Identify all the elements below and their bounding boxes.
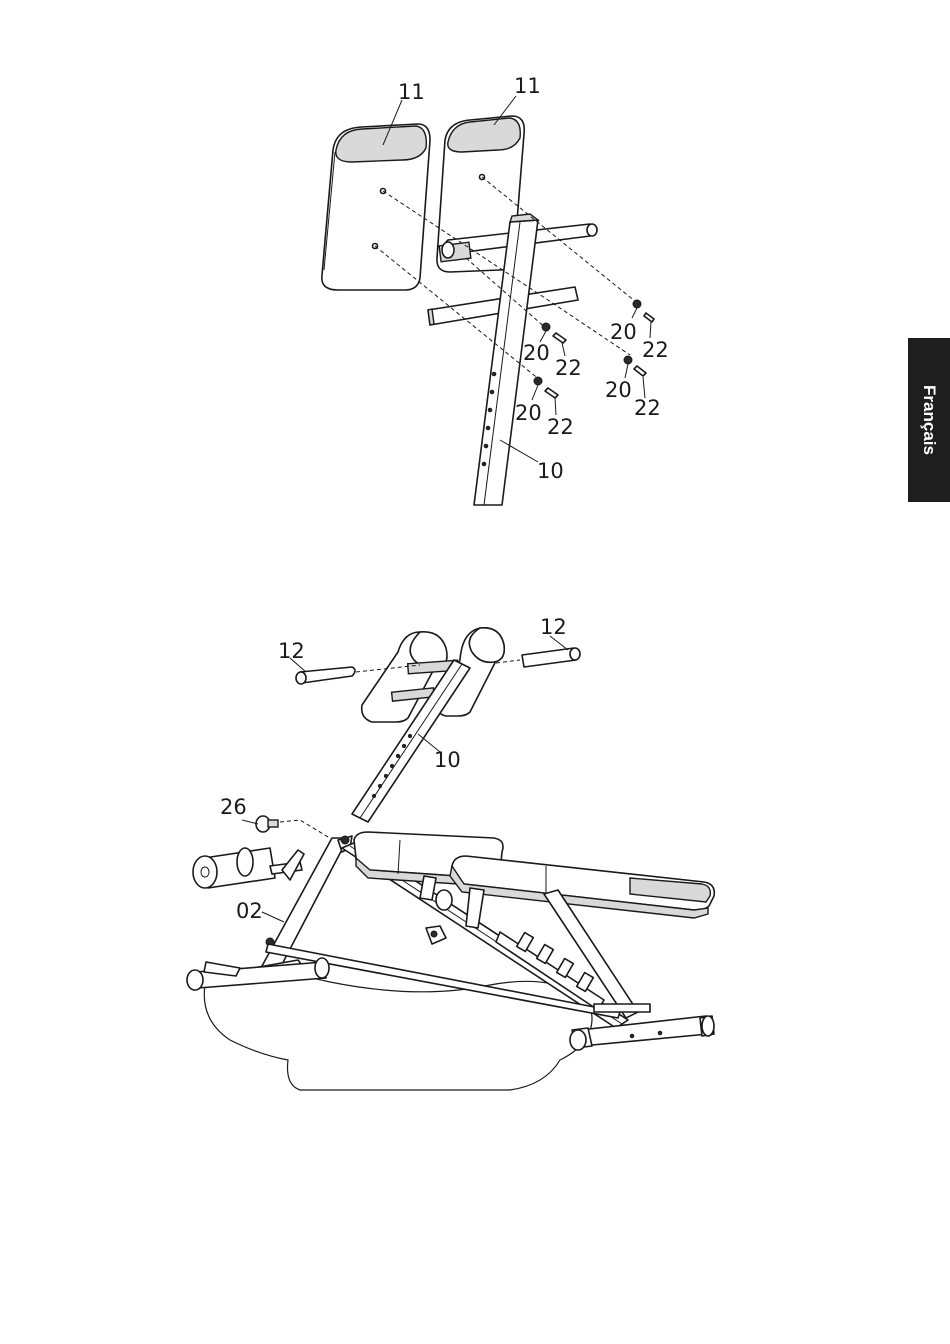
callout-20-a: 20	[610, 320, 637, 344]
callout-20-c: 20	[605, 378, 632, 402]
knob-26	[256, 816, 278, 832]
callout-22-c: 22	[634, 396, 661, 420]
callout-10-bottom: 10	[434, 748, 461, 772]
callout-11-right: 11	[514, 74, 541, 98]
figure-bottom-bench-assembly: 12 12 10 26 02	[187, 615, 714, 1090]
callout-10: 10	[537, 459, 564, 483]
callout-22-a: 22	[642, 338, 669, 362]
ankle-roller	[193, 848, 304, 888]
back-pad	[450, 856, 714, 918]
language-tab: Français	[908, 338, 950, 502]
callout-12-left: 12	[278, 639, 305, 663]
callout-22-d: 22	[547, 415, 574, 439]
language-tab-label: Français	[919, 385, 939, 455]
fastener-set-4	[534, 377, 558, 398]
floor-outline	[204, 974, 592, 1090]
callout-26: 26	[220, 795, 247, 819]
figure-top-leg-pad-assembly: 11 11 20 22 20 22 20 22 20 22 10	[322, 74, 669, 505]
fastener-set-2	[542, 323, 566, 343]
callout-12-right: 12	[540, 615, 567, 639]
leg-pad-left	[322, 124, 430, 290]
fastener-set-1	[633, 300, 654, 322]
callout-02: 02	[236, 899, 263, 923]
callout-20-b: 20	[523, 341, 550, 365]
callout-20-d: 20	[515, 401, 542, 425]
callout-11-left: 11	[398, 80, 425, 104]
pin-12-left	[296, 667, 355, 684]
callout-22-b: 22	[555, 356, 582, 380]
pin-12-right	[522, 648, 580, 667]
